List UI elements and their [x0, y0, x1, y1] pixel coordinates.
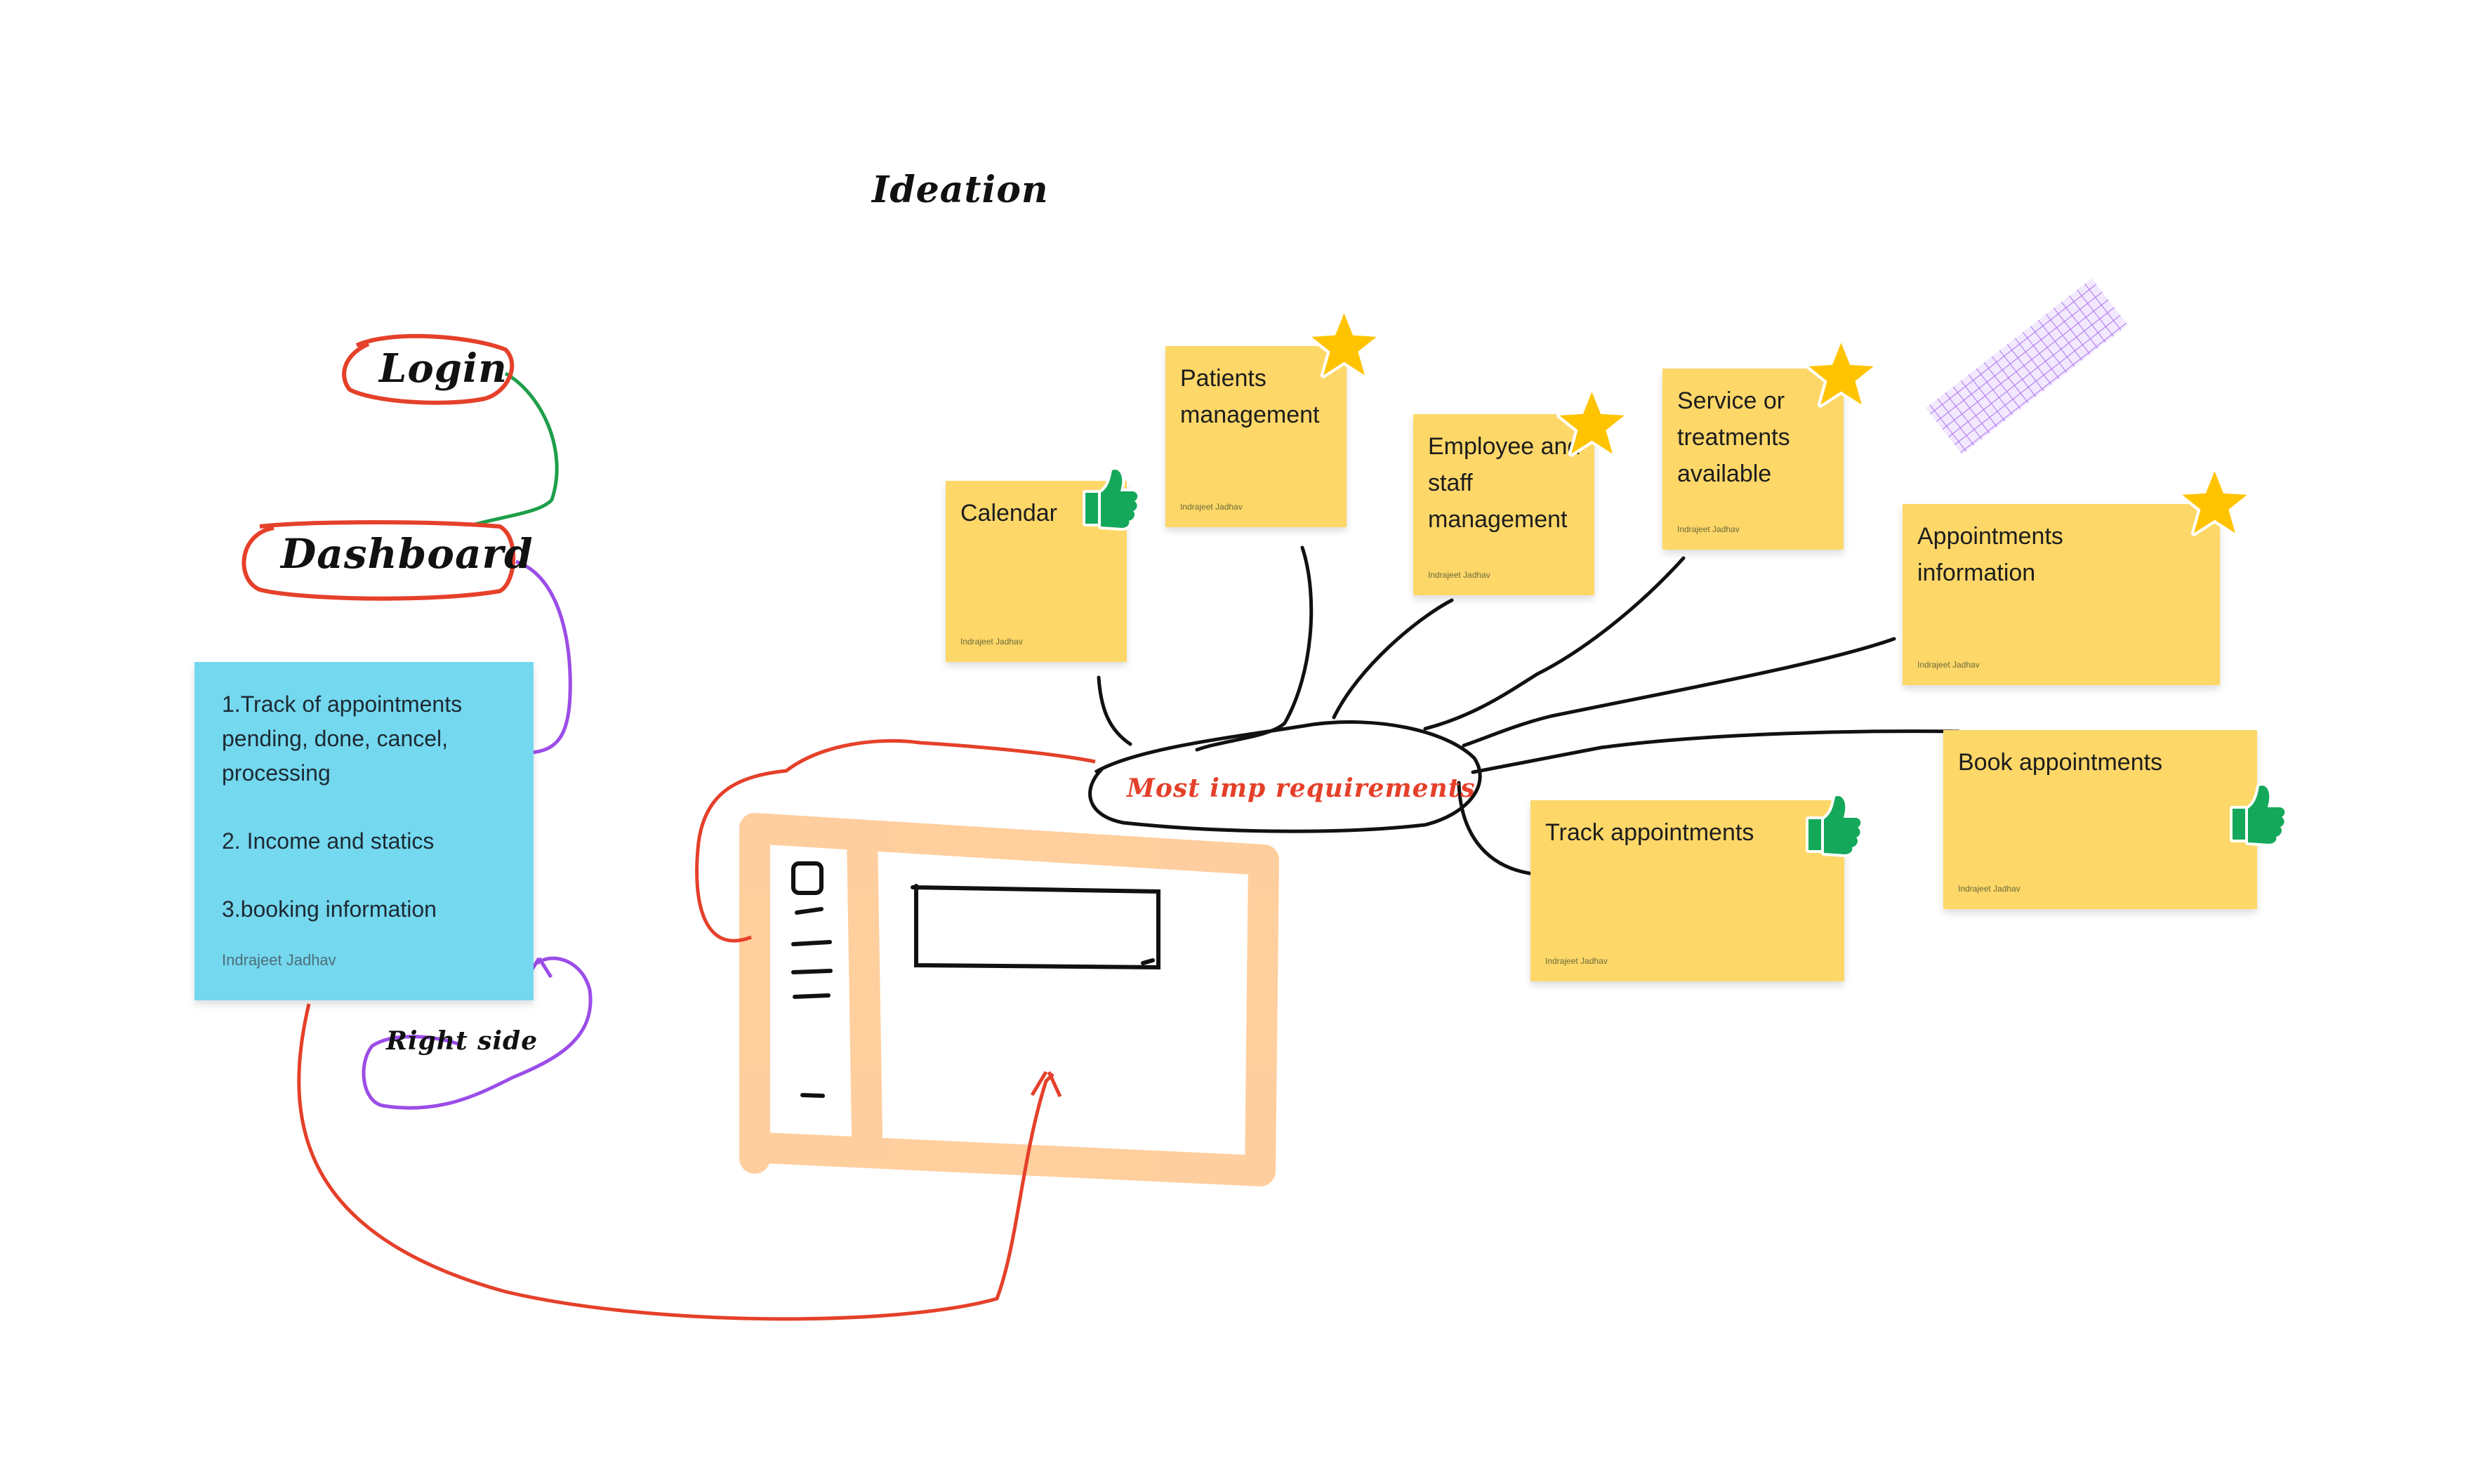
note-item: 2. Income and statics [222, 828, 435, 854]
board-title: Ideation [872, 168, 1049, 211]
requirements-bubble [1088, 720, 1482, 833]
sticky-note-services[interactable]: Service or treatments available Indrajee… [1662, 369, 1844, 550]
washi-tape [1925, 278, 2129, 455]
note-author: Indrajeet Jadhav [1958, 884, 2020, 894]
requirements-label[interactable]: Most imp requirements [1127, 774, 1476, 803]
connector-wireframe-requirements [695, 738, 1096, 943]
note-author: Indrajeet Jadhav [1677, 524, 1740, 534]
note-author: Indrajeet Jadhav [1545, 956, 1608, 966]
connector-dashboard-note [515, 559, 572, 755]
wireframe-sketch[interactable] [739, 813, 1279, 1186]
note-content: 1.Track of appointments pending, done, c… [222, 687, 512, 960]
thumbs-up-icon[interactable] [1796, 788, 1866, 859]
note-text: Appointments information [1917, 523, 2063, 586]
note-author: Indrajeet Jadhav [960, 637, 1023, 647]
dashboard-requirements-note[interactable]: 1.Track of appointments pending, done, c… [194, 662, 534, 1000]
note-author: Indrajeet Jadhav [1428, 570, 1490, 580]
note-author: Indrajeet Jadhav [1917, 660, 1980, 670]
login-label[interactable]: Login [379, 345, 508, 392]
note-text: Patients management [1180, 365, 1320, 428]
connector-login-dashboard [471, 371, 559, 527]
note-item: 3.booking information [222, 896, 437, 922]
note-item: 1.Track of appointments pending, done, c… [222, 691, 463, 786]
note-text: Employee and staff management [1428, 433, 1581, 533]
star-icon[interactable] [1307, 309, 1381, 383]
dashboard-label[interactable]: Dashboard [281, 530, 534, 578]
star-icon[interactable] [1555, 387, 1629, 461]
sticky-note-patients[interactable]: Patients management Indrajeet Jadhav [1165, 346, 1347, 527]
note-text: Calendar [960, 500, 1057, 526]
note-text: Track appointments [1545, 819, 1754, 846]
star-icon[interactable] [1804, 338, 1878, 412]
note-author: Indrajeet Jadhav [222, 951, 336, 969]
requirement-spokes [1097, 545, 1961, 876]
sticky-note-book-appointments[interactable]: Book appointments Indrajeet Jadhav [1943, 730, 2257, 909]
login-circle [342, 333, 515, 405]
note-text: Book appointments [1958, 749, 2163, 776]
sticky-note-appointments-info[interactable]: Appointments information Indrajeet Jadha… [1903, 504, 2220, 685]
sticky-note-track-appointments[interactable]: Track appointments Indrajeet Jadhav [1530, 800, 1844, 981]
note-text: Service or treatments available [1677, 387, 1790, 487]
dashboard-circle [242, 520, 516, 601]
wireframe-inner-lines [791, 861, 1160, 1098]
note-author: Indrajeet Jadhav [1180, 502, 1243, 512]
thumbs-up-icon[interactable] [1073, 462, 1143, 532]
star-icon[interactable] [2178, 467, 2251, 541]
thumbs-up-icon[interactable] [2220, 778, 2290, 848]
connector-note-wireframe [297, 1003, 1062, 1321]
right-side-label: Right side [386, 1026, 538, 1056]
sticky-note-employee[interactable]: Employee and staff management Indrajeet … [1413, 414, 1594, 595]
